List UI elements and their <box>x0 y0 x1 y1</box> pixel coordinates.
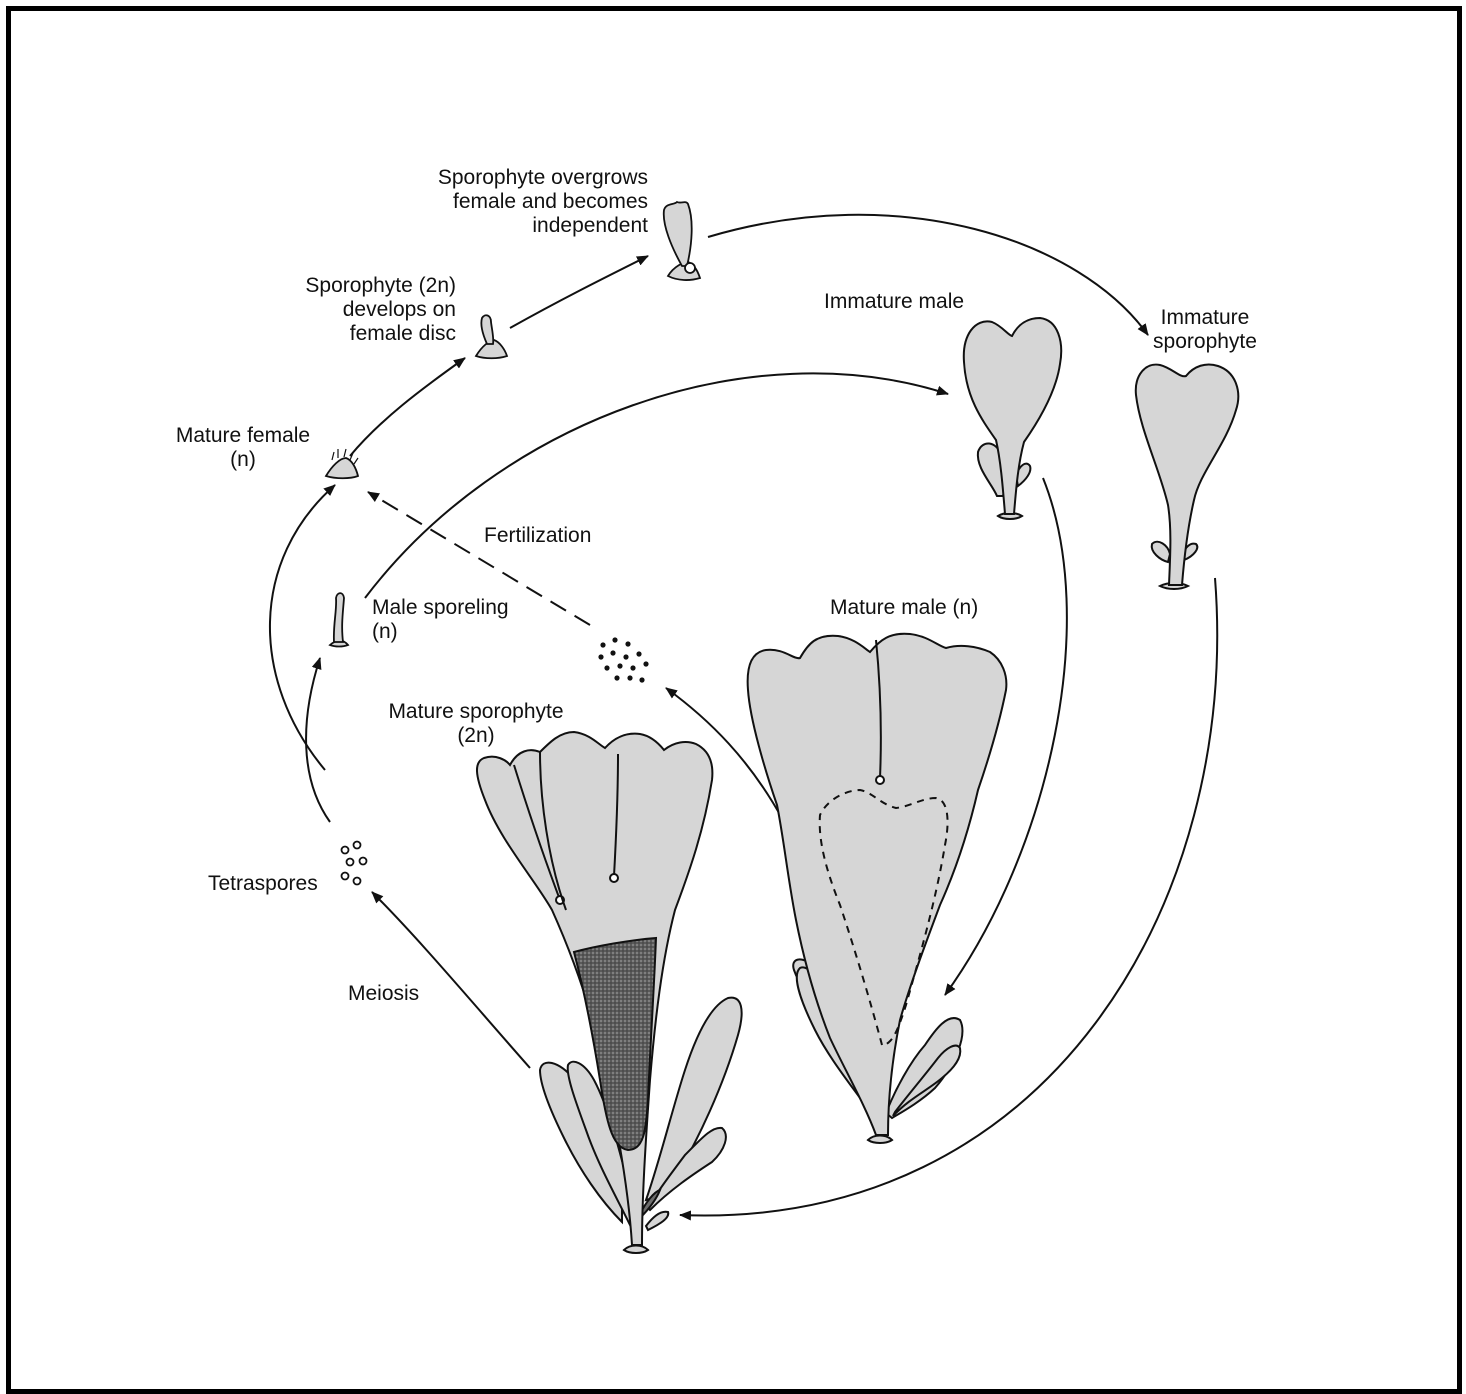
sporophyte-on-female-disc <box>476 315 507 358</box>
arrow-female-to-develops <box>350 358 465 456</box>
immature-sporophyte-thallus <box>1136 364 1238 589</box>
mature-female-disc <box>326 449 358 478</box>
mature-male-thallus <box>748 634 1007 1143</box>
label-tetraspores: Tetraspores <box>208 872 348 896</box>
label-immature-male: Immature male <box>824 290 1014 314</box>
label-mature-sporophyte: Mature sporophyte (2n) <box>356 700 596 748</box>
arrow-sporeling-to-immature-male <box>365 373 948 598</box>
label-meiosis: Meiosis <box>348 982 448 1006</box>
label-mature-male: Mature male (n) <box>830 596 1020 620</box>
label-immature-sporophyte: Immature sporophyte <box>1130 306 1280 354</box>
arrow-meiosis <box>372 892 530 1068</box>
mature-sporophyte-thallus <box>477 732 742 1253</box>
sporophyte-overgrowing-female <box>664 202 700 280</box>
label-sporophyte-overgrows: Sporophyte overgrows female and becomes … <box>378 166 648 238</box>
label-mature-female: Mature female (n) <box>158 424 328 472</box>
label-fertilization: Fertilization <box>484 524 634 548</box>
male-sporeling <box>330 593 348 646</box>
arrow-develops-to-overgrows <box>510 256 648 328</box>
arrow-tetraspores-to-male-sporeling <box>306 658 330 822</box>
arrow-overgrows-to-immature-sporophyte <box>708 215 1148 335</box>
arrow-tetraspores-to-female <box>270 485 335 770</box>
label-male-sporeling: Male sporeling (n) <box>372 596 562 644</box>
sperm-dots <box>598 637 648 682</box>
label-sporophyte-develops: Sporophyte (2n) develops on female disc <box>250 274 456 346</box>
